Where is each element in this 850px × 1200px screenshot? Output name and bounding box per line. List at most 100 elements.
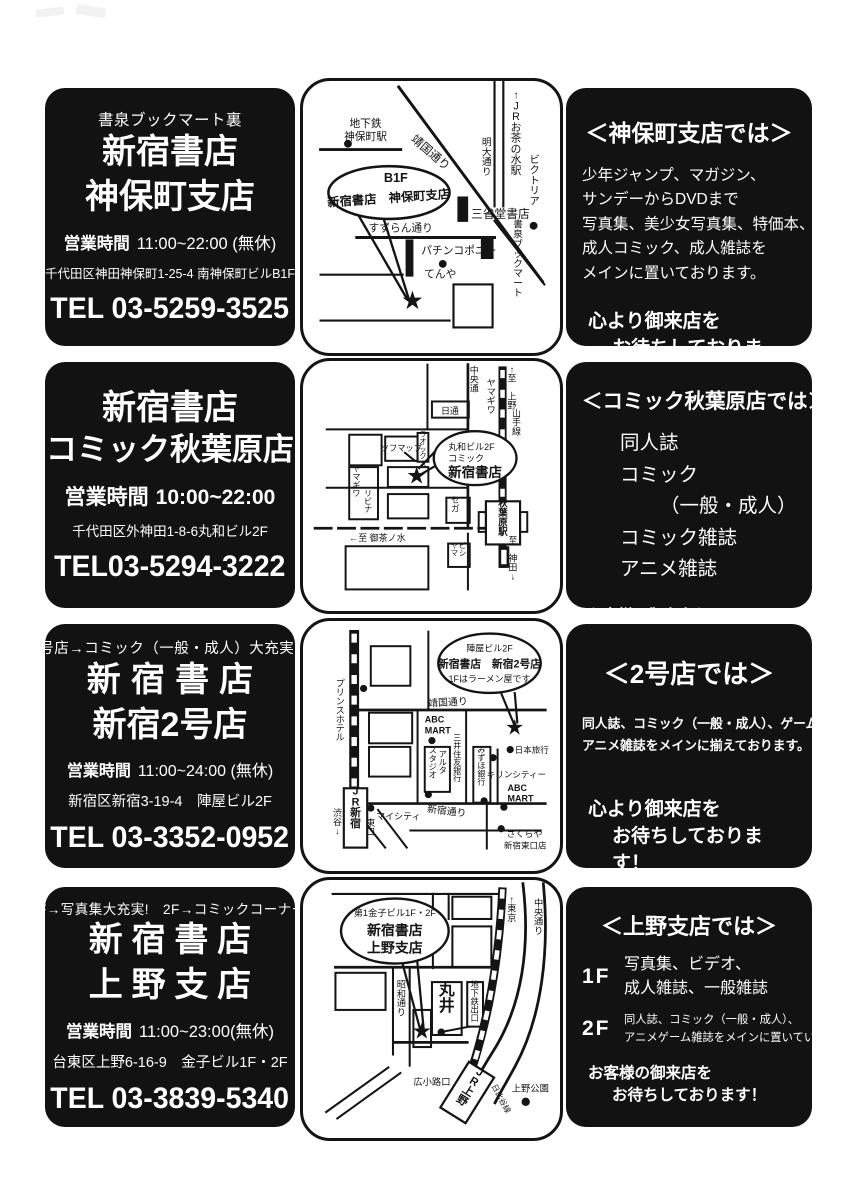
promo-line: 少年ジャンプ、マガジン、 xyxy=(582,167,766,184)
map-akihabara: 丸和ビル2F コミック 新宿書店 中央通 ヤマギワ ↑至 上野 山手線 日通 ソ… xyxy=(300,358,563,614)
hours-label: 営業時間 xyxy=(66,1022,132,1041)
promo-footer-line1: 心より御来店を xyxy=(588,311,721,333)
label-nittsu: 日通 xyxy=(441,406,459,416)
promo-item: コミック雑誌 xyxy=(620,526,738,549)
map-labels: 中央通 ヤマギワ ↑至 上野 山手線 日通 ソフマップ ラオックス ヤマギワ リ… xyxy=(349,365,521,582)
label-sanseido: 三省堂書店 xyxy=(471,207,530,221)
label-jinbocho-station: 神保町駅 xyxy=(344,130,387,143)
promo-footer-line1: 心より御来店を xyxy=(588,798,721,820)
label-sakuraya: さくらや xyxy=(507,829,543,839)
map-labels: プリンスホテル 靖国通り ABC MART 三井住友銀行 スタジオ アルタ みず… xyxy=(333,679,549,851)
label-east-exit: 東口 xyxy=(366,817,375,837)
label-marui: 丸井 xyxy=(438,980,455,1015)
label-abc-mart-2: ABC xyxy=(507,783,527,793)
store-phone: TEL 03-3352-0952 xyxy=(50,821,290,855)
hours-label: 営業時間 xyxy=(64,486,149,510)
label-sega: セガ xyxy=(451,495,460,514)
label-shosen-bookmart: 書泉ブックマート xyxy=(513,218,523,299)
label-yamabishi-1: ヤマ xyxy=(451,541,458,557)
label-livina: リビナ xyxy=(364,489,372,514)
promo-line: 同人誌、コミック（一般・成人）、ゲーム、 xyxy=(582,716,832,731)
store-hours: 営業時間 11:00~23:00(無休) xyxy=(66,1018,274,1042)
promo-footer: 心より御来店を お待ちしております！ xyxy=(582,794,796,875)
promo-item: コミック xyxy=(620,463,699,486)
promo-item: （一般・成人） xyxy=(660,495,797,518)
star-marker-icon: ★ xyxy=(401,287,424,315)
label-abc-mart-1: ABC xyxy=(425,715,445,725)
promo-card-shinjuku-2: ＜2号店では＞ 同人誌、コミック（一般・成人）、ゲーム、 アニメ雑誌をメインに揃… xyxy=(566,624,832,874)
floor-label-1f: 1F xyxy=(582,965,611,988)
floor-lines: 写真集、ビデオ、 成人雑誌、一般雑誌 xyxy=(624,953,768,1001)
label-prince-hotel: プリンスホテル xyxy=(336,679,345,743)
map-balloon: 第1金子ビル1F・2F 新宿書店 上野支店 xyxy=(339,897,450,1029)
label-subway: 地下鉄 xyxy=(349,117,381,130)
promo-item: 同人誌 xyxy=(620,432,679,454)
map-ueno: 第1金子ビル1F・2F 新宿書店 上野支店 ↑東京 中央通り 昭和通り 丸井 地… xyxy=(300,877,563,1141)
store-name-line1: 新宿書店 xyxy=(86,660,264,699)
store-name-line2: 神保町支店 xyxy=(85,178,255,216)
label-to-ueno: ↑至 上野 xyxy=(507,365,516,411)
promo-header: ＜上野支店では＞ xyxy=(600,914,777,939)
store-name-line2: 上野支店 xyxy=(88,966,261,1004)
label-yamabishi-2: ビシ xyxy=(459,541,466,557)
label-to-tokyo: ↑東京 xyxy=(507,894,516,923)
scan-artifact xyxy=(35,6,65,18)
store-name: 新宿書店 神保町支店 xyxy=(85,130,255,220)
label-victoria: ビクトリア xyxy=(529,154,539,207)
label-yamagiwa-left: ヤマギワ xyxy=(352,465,360,498)
promo-footer-line1: お客様の御来店を xyxy=(588,606,709,624)
map-balloon: 陣屋ビル2F 新宿書店 新宿2号店 1Fはラーメン屋です xyxy=(437,632,542,724)
label-abc-mart-1b: MART xyxy=(425,725,451,735)
label-chuo-dori: 中央通り xyxy=(534,897,543,936)
hours-label: 営業時間 xyxy=(66,763,131,781)
store-name-line2: コミック秋葉原店 xyxy=(46,432,294,468)
label-yamagiwa-right: ヤマギワ xyxy=(487,378,496,415)
label-mizuho-bank: みずほ銀行 xyxy=(477,745,485,786)
store-name: 新宿書店 新宿2号店 xyxy=(77,658,264,748)
label-meidai-dori: 明大通り xyxy=(482,137,492,178)
label-sakuraya-branch: 新宿東口店 xyxy=(504,840,547,851)
balloon-name: 新宿書店 新宿2号店 xyxy=(438,658,541,671)
hours-value: 11:00~22:00 (無休) xyxy=(136,234,277,253)
star-marker-icon: ★ xyxy=(505,714,524,739)
floor-line: 同人誌、コミック（一般・成人）、 xyxy=(624,1014,800,1026)
promo-header: ＜神保町支店では＞ xyxy=(585,120,793,146)
hours-value: 11:00~23:00(無休) xyxy=(139,1022,274,1041)
promo-card-ueno: ＜上野支店では＞ 1F 写真集、ビデオ、 成人雑誌、一般雑誌 2F 同人誌、コミ… xyxy=(566,887,848,1127)
balloon-comic: コミック xyxy=(448,454,484,464)
floor-line: 成人雑誌、一般雑誌 xyxy=(624,980,769,997)
label-kirin-city: キリンシティー xyxy=(487,769,546,779)
store-note: 1F→写真集大充実! 2F→コミックコーナー! xyxy=(30,902,311,918)
label-abc-mart-2b: MART xyxy=(507,794,533,804)
label-tenya: てんや xyxy=(424,269,456,281)
store-address: 千代田区神田神保町1-25-4 南神保町ビルB1F xyxy=(44,266,296,281)
store-address: 新宿区新宿3-19-4 陣屋ビル2F xyxy=(68,794,272,811)
promo-line: 成人コミック、成人雑誌を xyxy=(582,240,767,258)
map-labels: ↑東京 中央通り 昭和通り 丸井 地下鉄出口 広小路口 JR上野 日比谷線 上野… xyxy=(397,894,549,1115)
label-alta: アルタ xyxy=(439,750,447,775)
label-yamanote-line: 山手線 xyxy=(512,409,521,437)
label-subway-exit: 地下鉄出口 xyxy=(470,980,479,1023)
store-name-line1: 新宿書店 xyxy=(88,921,261,960)
map-roads xyxy=(324,882,547,1125)
label-studio: スタジオ xyxy=(429,746,437,779)
promo-line: アニメ雑誌をメインに揃えております。 xyxy=(582,738,810,754)
balloon-name: 新宿書店 xyxy=(367,922,423,938)
balloon-name: 新宿書店 xyxy=(448,464,502,480)
promo-line: 写真集、美少女写真集、特価本、 xyxy=(582,215,815,233)
store-card-ueno: 1F→写真集大充実! 2F→コミックコーナー! 新宿書店 上野支店 営業時間 11… xyxy=(30,887,310,1127)
floor-label-2f: 2F xyxy=(582,1017,611,1041)
label-to-kanda: 至 神田↓ xyxy=(508,536,517,582)
label-akihabara-station: 秋葉原駅 xyxy=(497,498,508,538)
label-chuo-dori: 中央通 xyxy=(470,365,479,394)
store-note: 2号店→コミック（一般・成人）大充実！ xyxy=(30,640,310,657)
floor-line: 写真集、ビデオ、 xyxy=(624,956,752,973)
star-marker-icon: ★ xyxy=(406,462,427,488)
